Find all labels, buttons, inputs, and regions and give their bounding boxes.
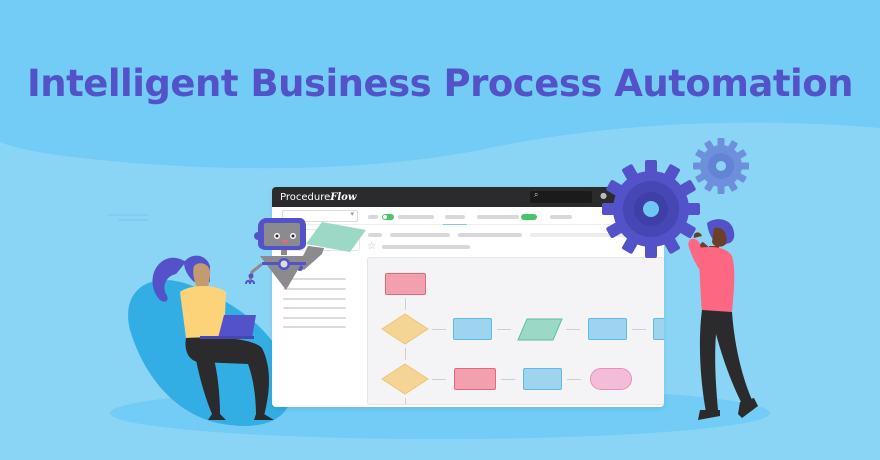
- toolbar-item[interactable]: [398, 215, 434, 219]
- status-badge[interactable]: [521, 214, 537, 220]
- connector: [405, 298, 406, 310]
- chevron-down-icon: ▾: [350, 210, 354, 218]
- sidebar-card[interactable]: [282, 229, 360, 251]
- app-logo[interactable]: ProcedureFlow: [280, 192, 356, 203]
- sidebar-item[interactable]: [283, 326, 346, 328]
- page-subtitle: [382, 245, 470, 249]
- toolbar-item[interactable]: [368, 215, 378, 219]
- star-icon[interactable]: ☆: [367, 241, 376, 252]
- flow-node-process[interactable]: [588, 318, 627, 340]
- app-toolbar: ▾: [272, 207, 664, 225]
- flow-node-end[interactable]: [590, 368, 632, 390]
- flow-node-decision[interactable]: [381, 313, 429, 345]
- sidebar: [272, 225, 360, 407]
- brand-suffix: Flow: [330, 191, 357, 203]
- breadcrumb-item[interactable]: [530, 233, 650, 237]
- connector: [566, 329, 580, 330]
- sidebar-item[interactable]: [283, 307, 346, 309]
- connector: [405, 398, 406, 404]
- toolbar-item[interactable]: [477, 215, 519, 219]
- sidebar-item[interactable]: [283, 288, 346, 290]
- flow-node-start[interactable]: [385, 273, 426, 295]
- bell-icon[interactable]: ●: [600, 191, 607, 200]
- toolbar-item[interactable]: [550, 215, 572, 219]
- flow-node-process[interactable]: [454, 368, 496, 390]
- breadcrumb-item[interactable]: [368, 233, 382, 237]
- connector: [632, 329, 646, 330]
- flow-node-decision[interactable]: [381, 363, 429, 395]
- toggle-switch[interactable]: [382, 214, 394, 220]
- search-input[interactable]: ⌕: [530, 190, 592, 203]
- app-window: ProcedureFlow ⌕ ● ▾: [272, 187, 664, 407]
- brand-prefix: Procedure: [280, 191, 331, 203]
- flow-node-process[interactable]: [523, 368, 562, 390]
- connector: [432, 379, 446, 380]
- sidebar-item[interactable]: [283, 298, 346, 300]
- sidebar-item[interactable]: [283, 278, 346, 280]
- search-icon: ⌕: [534, 190, 539, 199]
- connector: [405, 348, 406, 360]
- active-tab-indicator: [443, 224, 467, 225]
- connector: [432, 329, 446, 330]
- flow-node-process[interactable]: [653, 318, 664, 340]
- flow-node-process[interactable]: [453, 318, 492, 340]
- workspace-dropdown[interactable]: ▾: [282, 210, 358, 222]
- connector: [497, 329, 511, 330]
- sidebar-item[interactable]: [283, 317, 346, 319]
- app-titlebar: ProcedureFlow ⌕ ●: [272, 187, 664, 207]
- tab-active[interactable]: [445, 215, 465, 219]
- flowchart-canvas[interactable]: [367, 257, 664, 405]
- breadcrumb-item[interactable]: [458, 233, 522, 237]
- flow-node-data[interactable]: [517, 318, 563, 341]
- breadcrumb-item[interactable]: [390, 233, 450, 237]
- page-title: Intelligent Business Process Automation: [26, 62, 854, 105]
- connector: [567, 379, 581, 380]
- connector: [501, 379, 515, 380]
